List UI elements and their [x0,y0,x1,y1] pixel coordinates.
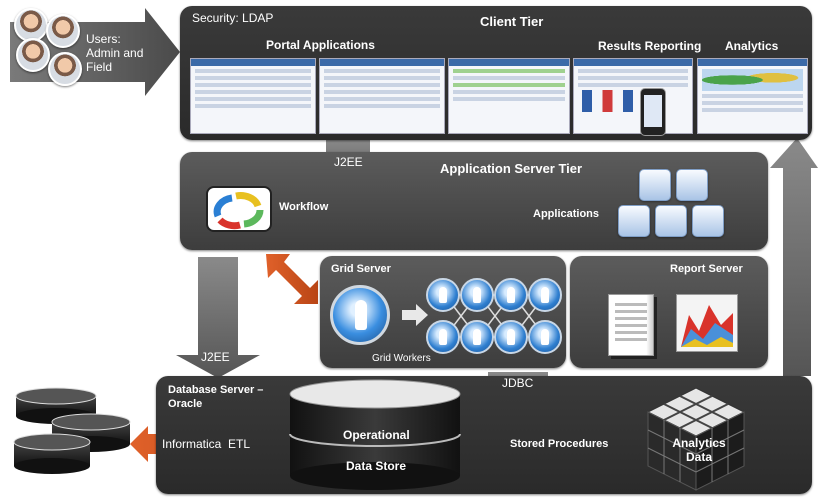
report-server-title: Report Server [670,263,743,275]
j2ee-top-label-overlay: J2EE [334,155,363,169]
grid-server-title: Grid Server [331,263,391,275]
operational-data-store-icon [289,379,461,490]
workflow-label: Workflow [279,201,329,213]
informatica-etl-label: Informatica ETL [162,437,251,451]
application-server-tier-title: Application Server Tier [440,161,583,176]
chart-app-icon [639,169,671,201]
users-label: Users: Admin and Field [86,32,144,74]
analytics-label: Analytics [725,39,779,53]
data-store-top-label: Operational [343,428,410,442]
results-reporting-screenshot [573,58,693,134]
analytics-data-cube-icon [646,387,746,491]
grid-worker-icon [426,278,460,312]
mobile-phone-icon [640,88,666,136]
portal-applications-label: Portal Applications [266,38,375,52]
stored-procedures-label: Stored Procedures [510,438,609,450]
document-app-icon [676,169,708,201]
jdbc-label: JDBC [502,376,534,390]
analytics-screenshot [697,58,808,134]
results-reporting-label: Results Reporting [598,39,702,53]
external-databases-icon [13,387,131,474]
user-avatar-1 [14,8,48,42]
pie-chart-app-icon [655,205,687,237]
security-label: Security: LDAP [192,11,274,25]
grid-worker-icon [528,278,562,312]
grid-workers-label: Grid Workers [372,353,431,364]
applications-label: Applications [533,208,600,220]
portal-screenshot-3 [448,58,570,134]
return-arrow [770,138,818,376]
user-avatar-3 [16,38,50,72]
j2ee-left-arrow [176,257,260,378]
client-tier-title: Client Tier [480,14,544,29]
workflow-icon [206,186,272,232]
grid-worker-icon [528,320,562,354]
target-app-icon [618,205,650,237]
workflow-grid-arrow [266,254,318,304]
portal-screenshot-1 [190,58,316,134]
grid-worker-icon [494,320,528,354]
data-store-bottom-label: Data Store [346,459,407,473]
grid-worker-icon [426,320,460,354]
analytics-data-label: Analytics Data [672,436,726,464]
user-avatar-2 [46,14,80,48]
grid-dispatch-arrow [402,304,428,326]
j2ee-left-label: J2EE [201,350,230,364]
bar-chart-app-icon [692,205,724,237]
grid-worker-icon [460,320,494,354]
grid-worker-icon [494,278,528,312]
report-chart-icon [676,294,738,352]
database-server-title: Database Server – Oracle [168,384,264,410]
user-avatar-4 [48,52,82,86]
grid-worker-icon [460,278,494,312]
portal-screenshot-2 [319,58,445,134]
users-group [8,6,82,92]
grid-master-icon [330,285,390,345]
report-document-icon [608,294,654,356]
